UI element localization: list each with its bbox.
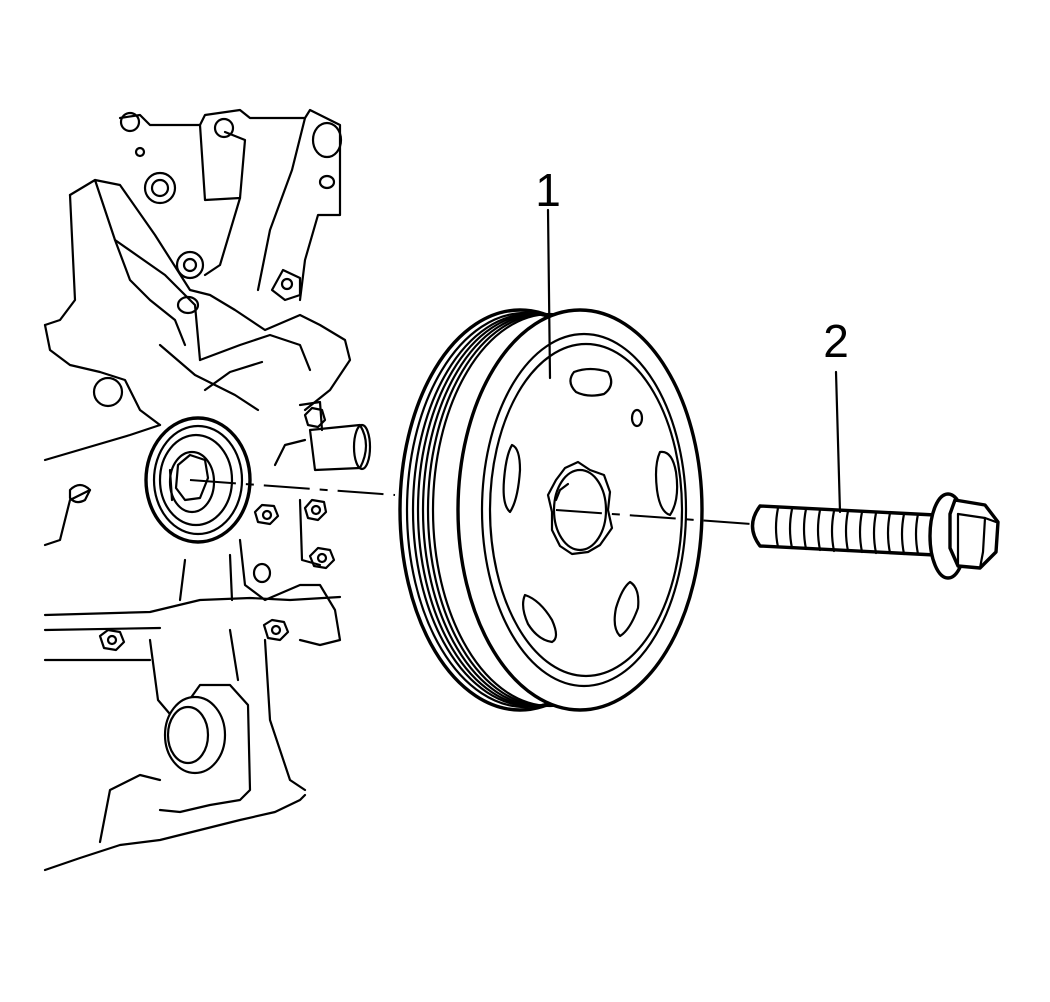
callout-1: 1 [535, 164, 561, 380]
callout-label-2: 2 [823, 315, 849, 367]
assembly-centerline [189, 479, 753, 525]
bolt [750, 492, 1000, 580]
housing-bolts [98, 406, 336, 652]
callout-2: 2 [823, 315, 849, 514]
bolt-threads [774, 506, 920, 556]
pulley [398, 308, 704, 712]
callout-label-1: 1 [535, 164, 561, 216]
